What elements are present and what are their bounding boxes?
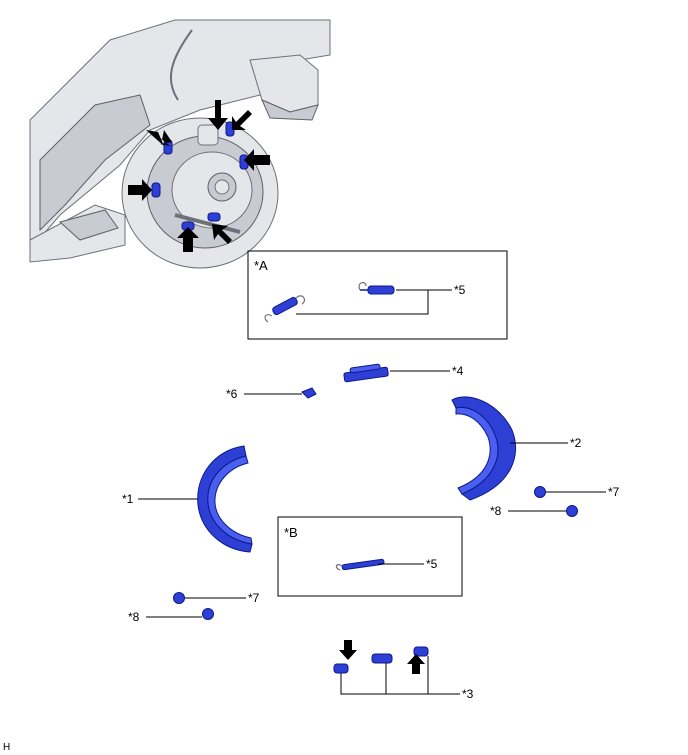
part-clip: *6 <box>226 387 317 401</box>
part-shoe-left: *1 <box>122 445 253 553</box>
part-cup-right: *7 <box>534 485 620 499</box>
part-spring-right: *8 <box>490 504 578 518</box>
arrow-down-icon <box>339 640 357 660</box>
callout-3: *3 <box>462 687 474 701</box>
callout-8-right: *8 <box>490 504 502 518</box>
callout-4: *4 <box>452 364 464 378</box>
callout-6: *6 <box>226 387 238 401</box>
spring-upper <box>358 281 395 295</box>
callout-8-left: *8 <box>128 610 140 624</box>
corner-mark: H <box>3 742 10 753</box>
callout-5-box-a: *5 <box>454 283 466 297</box>
part-cup-left: *7 <box>173 591 260 605</box>
callout-5-box-b: *5 <box>426 557 438 571</box>
detail-box-b: *B *5 <box>277 516 463 597</box>
brake-assembly-illustration <box>29 19 331 269</box>
part-adjuster: *4 <box>343 363 464 383</box>
spring-lower <box>264 295 306 323</box>
part-spring-left: *8 <box>128 608 214 624</box>
callout-7-right: *7 <box>608 485 620 499</box>
callout-1: *1 <box>122 492 134 506</box>
detail-box-a: *A *5 <box>247 250 508 340</box>
part-shoe-right: *2 <box>451 396 582 501</box>
callout-2: *2 <box>570 436 582 450</box>
box-a-label: *A <box>254 258 268 273</box>
arrow-up-icon <box>407 654 425 674</box>
box-b-label: *B <box>284 525 298 540</box>
callout-7-left: *7 <box>248 591 260 605</box>
spring-box-b <box>335 558 385 571</box>
part-pins: *3 <box>333 640 474 701</box>
